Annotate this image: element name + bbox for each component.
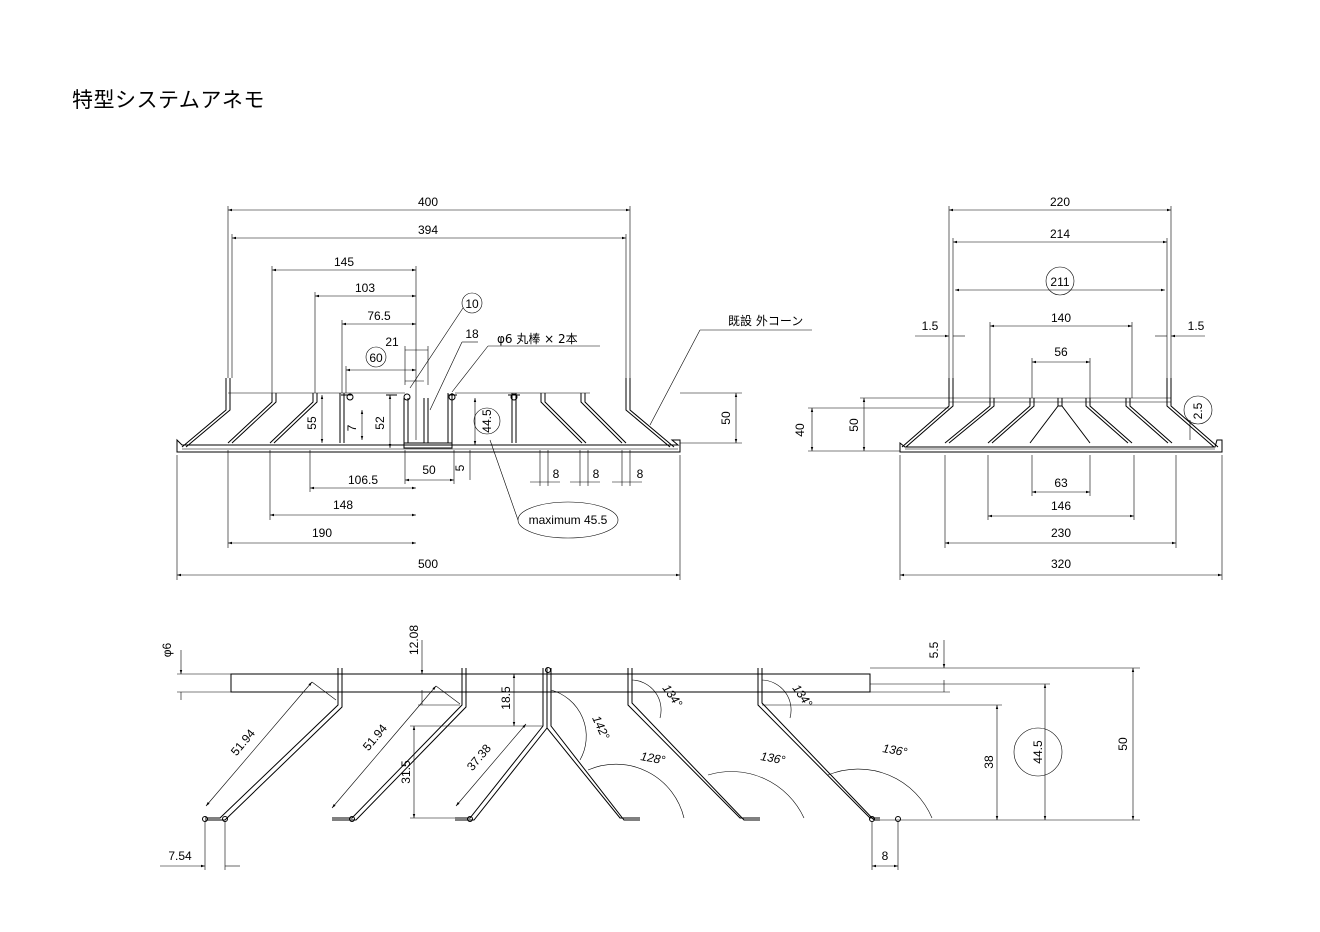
bottom-detail-view: φ6 142° 134° 134° 128° 136° 136°: [160, 625, 1140, 870]
dim-394: 394: [418, 223, 438, 237]
dim-7: 7: [345, 424, 359, 431]
dim-8-c: 8: [637, 467, 644, 481]
dim-31-5: 31.5: [399, 760, 413, 784]
right-section-view: 220 214 211 140 56 1.5 1.5 2.5 40 50: [793, 195, 1223, 580]
dim-5-5: 5.5: [927, 641, 941, 658]
angle-136-b: 136°: [881, 741, 908, 759]
dim-56: 56: [1054, 345, 1068, 359]
dim-8-b: 8: [593, 467, 600, 481]
dim-50-height: 50: [719, 411, 733, 425]
dim-500: 500: [418, 557, 438, 571]
dim-21: 21: [385, 335, 399, 349]
dim-18-5: 18.5: [499, 686, 513, 710]
dim-211-circled: 211: [1050, 275, 1069, 289]
dim-50-right: 50: [847, 418, 861, 432]
angle-134-a: 134°: [660, 682, 686, 711]
dim-5: 5: [453, 464, 467, 471]
dim-37-38: 37.38: [464, 741, 494, 773]
dim-214: 214: [1050, 227, 1070, 241]
dim-400: 400: [418, 195, 438, 209]
dim-148: 148: [333, 498, 353, 512]
dim-8-detail: 8: [882, 849, 889, 863]
dim-1-5-left: 1.5: [922, 319, 939, 333]
existing-cone-annotation: 既設 外コーン: [728, 313, 803, 328]
dim-8-a: 8: [553, 467, 560, 481]
dim-76-5: 76.5: [367, 309, 391, 323]
dim-55: 55: [305, 416, 319, 430]
dim-38: 38: [982, 755, 996, 769]
dim-44-5-circled: 44.5: [1031, 740, 1045, 764]
dim-2-5-circled: 2.5: [1191, 402, 1205, 419]
dim-230: 230: [1051, 526, 1071, 540]
dim-10-circled: 10: [465, 297, 479, 311]
dim-phi6: φ6: [160, 642, 174, 657]
dim-103: 103: [355, 281, 375, 295]
dim-106-5: 106.5: [348, 473, 378, 487]
dim-140: 140: [1051, 311, 1071, 325]
dim-50-width: 50: [422, 463, 436, 477]
drawing-title: 特型システムアネモ: [72, 88, 265, 112]
dim-63: 63: [1054, 476, 1068, 490]
angle-134-b: 134°: [790, 682, 816, 711]
dim-40: 40: [793, 423, 807, 437]
dim-51-94-b: 51.94: [360, 721, 390, 753]
dim-18: 18: [465, 327, 479, 341]
dim-220: 220: [1050, 195, 1070, 209]
angle-142: 142°: [589, 713, 612, 742]
dim-146: 146: [1051, 499, 1071, 513]
dim-145: 145: [334, 255, 354, 269]
dim-50-detail: 50: [1116, 737, 1130, 751]
dim-60-circled: 60: [369, 351, 383, 365]
dim-51-94-a: 51.94: [228, 726, 258, 758]
dim-12-08: 12.08: [407, 625, 421, 655]
maximum-annotation: maximum 45.5: [529, 513, 608, 527]
left-section-view: 400 394 145 103 76.5 21 60 10 18 φ6 丸棒 ×…: [176, 195, 812, 580]
dim-320: 320: [1051, 557, 1071, 571]
dim-7-54: 7.54: [168, 849, 192, 863]
angle-136-a: 136°: [759, 749, 786, 767]
dim-52: 52: [373, 416, 387, 430]
rod-annotation: φ6 丸棒 × 2本: [497, 332, 578, 346]
angle-128: 128°: [639, 749, 666, 767]
dim-1-5-right: 1.5: [1188, 319, 1205, 333]
dim-44-5: 44.5: [480, 409, 494, 433]
dim-190: 190: [312, 526, 332, 540]
